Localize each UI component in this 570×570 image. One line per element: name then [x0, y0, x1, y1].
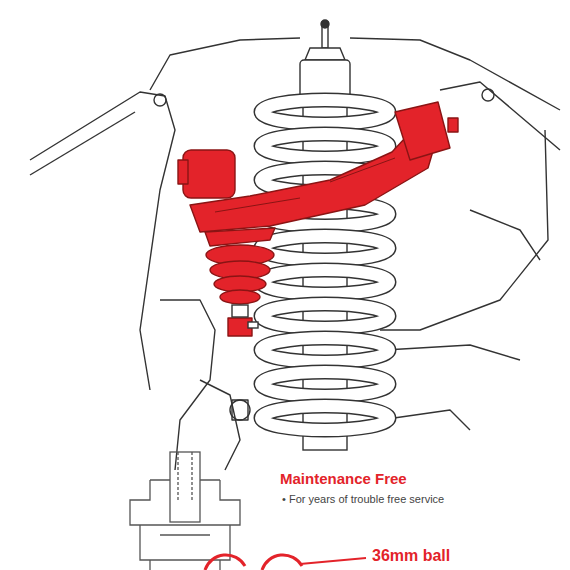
coil-spring	[261, 304, 389, 328]
feature-heading: Maintenance Free	[280, 470, 407, 487]
coil-spring	[261, 270, 389, 294]
coil-spring	[261, 134, 389, 158]
feature-note: • For years of trouble free service	[282, 493, 444, 505]
coil-spring	[261, 406, 389, 430]
coil-spring	[261, 236, 389, 260]
coil-spring	[261, 406, 389, 430]
coil-spring	[261, 304, 389, 328]
coil-spring	[261, 236, 389, 260]
coil-spring	[261, 372, 389, 396]
coil-spring	[261, 338, 389, 362]
coil-spring	[261, 338, 389, 362]
coil-spring	[261, 100, 389, 124]
callout-label: 36mm ball	[372, 547, 450, 565]
coil-spring	[261, 100, 389, 124]
coil-spring	[261, 134, 389, 158]
coil-spring	[261, 372, 389, 396]
coil-spring	[261, 270, 389, 294]
